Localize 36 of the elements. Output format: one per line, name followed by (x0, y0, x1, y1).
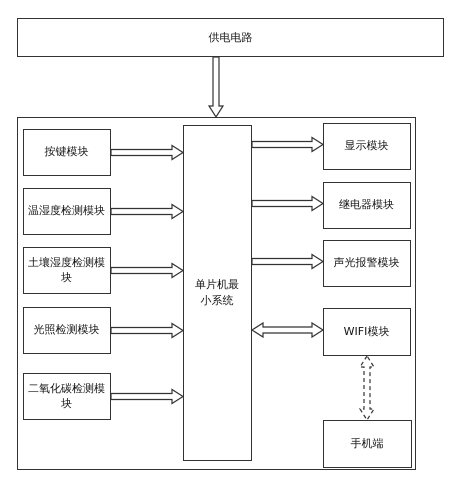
module-box (22, 128, 110, 176)
system-frame (17, 117, 416, 470)
module-label: 土壤湿度检测模块 (27, 254, 106, 286)
double-arrow (250, 322, 324, 338)
module-box (322, 308, 410, 356)
module-box (322, 420, 412, 468)
module-box (322, 240, 410, 286)
module-box (22, 188, 110, 234)
hollow-arrow (251, 195, 324, 212)
module-label: WIFI模块 (344, 324, 390, 340)
hollow-arrow (208, 56, 224, 118)
module-label: 手机端 (350, 436, 384, 452)
module-label: 声光报警模块 (334, 255, 400, 271)
module-label: 二氧化碳检测模块 (27, 380, 106, 412)
module-label: 温湿度检测模块 (28, 203, 105, 219)
hollow-arrow (110, 144, 184, 161)
module-box (322, 182, 410, 228)
module-label: 按键模块 (44, 144, 88, 160)
module-box (22, 372, 110, 420)
hollow-arrow (110, 262, 184, 279)
module-label: 显示模块 (344, 138, 388, 154)
hollow-arrow (251, 253, 324, 270)
hollow-arrow (110, 203, 184, 220)
module-box (322, 122, 410, 170)
module-label: 供电电路 (208, 30, 252, 46)
module-label: 单片机最小系统 (194, 277, 240, 308)
module-box (17, 18, 444, 57)
module-label: 继电器模块 (339, 197, 394, 213)
hollow-arrow (251, 136, 324, 153)
module-box (22, 246, 110, 294)
hollow-arrow (110, 322, 184, 339)
module-box (22, 306, 110, 354)
mcu-box (182, 124, 252, 460)
module-label: 光照检测模块 (34, 322, 100, 338)
hollow-arrow (110, 388, 184, 405)
double-arrow (358, 354, 376, 422)
